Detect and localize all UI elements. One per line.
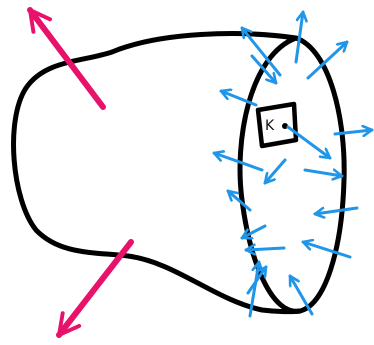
large-flux-arrows [27,7,134,338]
small-arrow [248,260,259,318]
small-arrow [306,40,349,80]
small-arrow [212,153,264,172]
small-arrow [240,224,267,238]
point-k-dot [282,123,288,129]
small-arrow [313,206,359,214]
small-arrow [333,130,374,134]
small-arrow [240,26,282,77]
surface-element-square [255,101,299,149]
small-field-arrows [212,10,374,318]
small-arrow [303,170,344,176]
small-arrow [250,54,278,85]
point-k-label: K [265,118,275,134]
large-arrow-top [27,7,106,110]
small-arrow [226,189,252,212]
small-arrow [263,158,287,185]
small-arrow [294,10,303,64]
small-arrow [288,274,314,316]
small-arrow [219,91,258,107]
body-outline [11,31,303,315]
large-arrow-bottom [56,239,134,338]
small-arrow [244,248,286,250]
end-face-ellipse [237,35,347,314]
small-arrow [286,125,332,160]
small-arrow [301,242,352,259]
